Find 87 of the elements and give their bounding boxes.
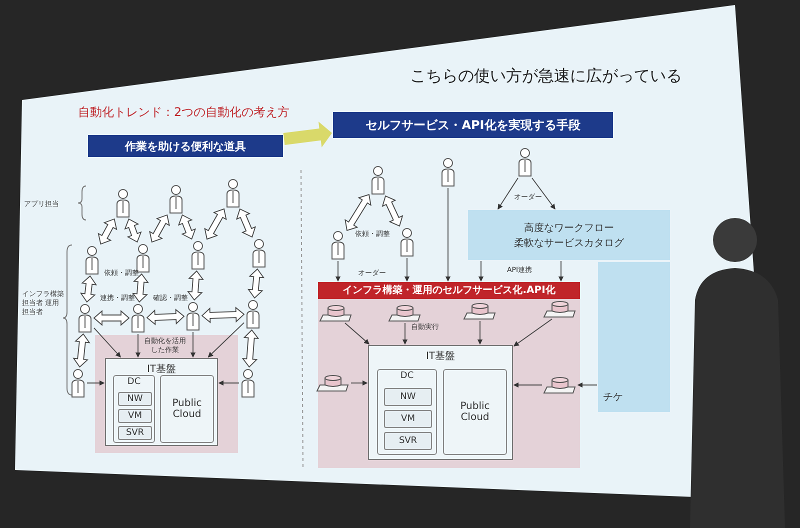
person-icon: [251, 238, 267, 268]
arrow: [513, 382, 542, 388]
infrastructure-box: [368, 345, 513, 460]
arrow: [344, 322, 370, 344]
automation-frame: [95, 335, 238, 453]
panel-text: チケ: [603, 391, 623, 404]
person-icon: [245, 299, 261, 329]
box-heading: IT基盤: [146, 362, 178, 376]
layer-box: SVR: [384, 432, 432, 450]
double-arrow: [132, 273, 149, 303]
person-icon: [70, 368, 86, 398]
double-arrow: [204, 208, 227, 240]
box-heading: IT基盤: [424, 350, 456, 363]
layer-box: NW: [384, 388, 432, 406]
device-icon: [316, 374, 350, 392]
layer-box: VM: [118, 409, 152, 423]
title-banner: セルフサービス・API化を実現する手段: [333, 112, 613, 138]
arrow: [190, 332, 196, 358]
device-icon: [319, 304, 353, 322]
double-arrow: [382, 195, 404, 227]
ticket-panel: [598, 262, 670, 412]
layer-box: NW: [118, 392, 152, 406]
double-arrow: [80, 275, 98, 303]
person-icon: [440, 157, 456, 187]
double-arrow: [72, 333, 90, 368]
arrow: [350, 380, 368, 386]
layer-box: VM: [384, 410, 432, 428]
person-icon: [77, 303, 93, 333]
arrow: [558, 260, 564, 282]
arrow: [135, 334, 141, 358]
arrow: [445, 188, 451, 282]
arrow: [478, 260, 484, 282]
person-icon: [168, 184, 184, 214]
arrow: [402, 322, 408, 345]
arrow: [532, 178, 556, 210]
arrow: [477, 320, 483, 345]
double-arrow: [146, 308, 185, 326]
device-icon: [388, 304, 422, 322]
arrow: [335, 260, 341, 282]
person-icon: [517, 147, 533, 177]
box-text: 柔軟なサービスカタログ: [513, 236, 625, 250]
datacenter-box: [377, 369, 437, 455]
cloud-box: Public Cloud: [160, 375, 214, 443]
arrow: [404, 258, 410, 282]
double-arrow: [178, 214, 196, 240]
person-icon: [225, 178, 241, 208]
double-arrow: [187, 270, 204, 301]
workflow-box: [468, 210, 670, 260]
double-arrow: [149, 214, 170, 243]
heading-bar: インフラ構築・運用のセルフサービス化.API化: [318, 282, 580, 299]
slide-heading: こちらの使い方が急速に広がっている: [410, 66, 682, 87]
person-icon: [185, 301, 201, 331]
person-icon: [399, 227, 415, 257]
box-text: 高度なワークフロー: [523, 222, 615, 235]
double-arrow: [236, 208, 256, 238]
box-heading: DC: [126, 377, 142, 387]
person-icon: [330, 230, 346, 260]
title-banner: 作業を助ける便利な道具: [88, 135, 283, 157]
person-icon: [84, 245, 100, 275]
double-arrow: [344, 194, 372, 231]
box-heading: DC: [399, 371, 415, 381]
automation-frame: [318, 282, 580, 468]
device-icon: [543, 376, 577, 394]
double-arrow: [124, 218, 142, 243]
arrow: [86, 380, 105, 386]
person-icon: [240, 368, 256, 398]
layer-box: SVR: [118, 426, 152, 440]
person-icon: [370, 165, 386, 195]
double-arrow: [242, 329, 260, 368]
arrow: [218, 380, 240, 386]
block-arrow: [283, 122, 332, 148]
person-icon: [130, 303, 146, 333]
person-icon: [190, 240, 206, 270]
arrow: [498, 178, 518, 210]
double-arrow: [93, 310, 130, 326]
device-icon: [543, 300, 577, 318]
arrow: [513, 318, 552, 346]
device-icon: [463, 302, 497, 320]
slide-title: 自動化トレンド：2つの自動化の考え方: [78, 104, 290, 121]
cloud-box: Public Cloud: [443, 369, 507, 455]
double-arrow: [98, 218, 118, 245]
double-arrow: [247, 268, 265, 299]
double-arrow: [201, 306, 245, 324]
person-icon: [115, 188, 131, 218]
arrow: [577, 382, 598, 388]
infrastructure-box: [105, 358, 218, 446]
datacenter-box: [113, 375, 155, 443]
